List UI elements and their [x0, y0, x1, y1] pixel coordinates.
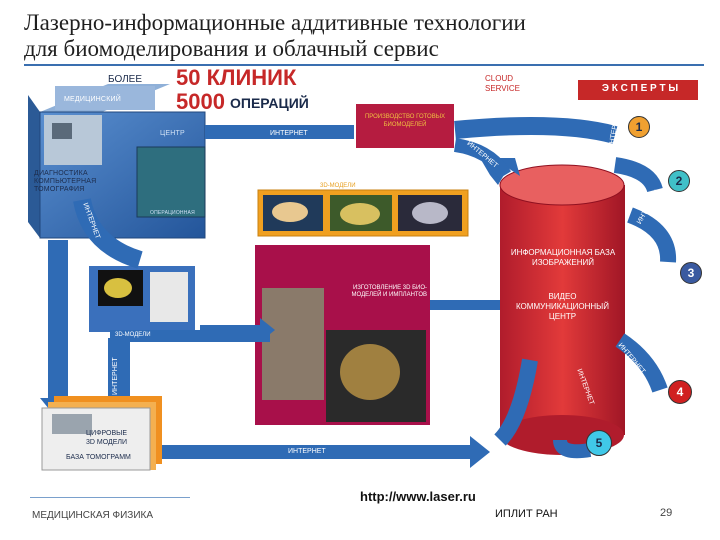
- diagnostics-label: ДИАГНОСТИКА КОМПЬЮТЕРНАЯ ТОМОГРАФИЯ: [34, 170, 97, 193]
- arrow-to-db: [430, 292, 515, 318]
- models-3d-small-label: 3D-МОДЕЛИ: [115, 332, 151, 338]
- stats-more: БОЛЕЕ: [108, 74, 143, 85]
- footer-rule: [30, 497, 190, 498]
- footer-url[interactable]: http://www.laser.ru: [360, 489, 476, 504]
- arrow-bottom: [150, 436, 490, 468]
- video-center-label: ВИДЕО КОММУНИКАЦИОННЫЙ ЦЕНТР: [515, 292, 609, 321]
- stats-operations-number: 5000: [176, 89, 225, 114]
- slide-title: Лазерно-информационные аддитивные технол…: [24, 10, 704, 62]
- title-line-1: Лазерно-информационные аддитивные технол…: [24, 10, 526, 35]
- database-label: ИНФОРМАЦИОННАЯ БАЗА ИЗОБРАЖЕНИЙ: [510, 248, 616, 267]
- arrow-top-right: [205, 116, 392, 148]
- title-line-2: для биомоделирования и облачный сервис: [24, 36, 439, 61]
- digital-label-2: 3D МОДЕЛИ: [86, 439, 128, 446]
- arrow-db-down: [494, 358, 538, 446]
- production-label: ПРОИЗВОДСТВО ГОТОВЫХ БИОМОДЕЛЕЙ: [364, 114, 446, 128]
- diagnostics-photo: [44, 115, 102, 165]
- surgery-photo: [136, 146, 206, 218]
- cloud-service-label: CLOUD SERVICE: [485, 74, 520, 93]
- digital-label-3: БАЗА ТОМОГРАММ: [66, 454, 131, 461]
- stats-clinics: 50 КЛИНИК: [176, 65, 297, 90]
- expert-face-1: 1: [628, 116, 650, 138]
- digital-label-1: ЦИФРОВЫЕ: [86, 430, 128, 437]
- internet-label-left: ИНТЕРНЕТ: [18, 262, 25, 300]
- surgery-label: ОПЕРАЦИОННАЯ: [150, 210, 195, 216]
- arrow-db-expert-2: [613, 157, 663, 193]
- models-bar: [110, 330, 270, 342]
- internet-label-manufacturing: ИНТЕРНЕТ: [205, 318, 243, 325]
- medical-label: МЕДИЦИНСКИЙ: [64, 96, 121, 103]
- internet-label-bottom: ИНТЕРНЕТ: [288, 448, 326, 455]
- expert-face-3: 3: [680, 262, 702, 284]
- medical-label-plate: [55, 86, 155, 110]
- internet-label-db: ИНТЕРНЕТ: [625, 276, 663, 283]
- left-vertical-bar: [48, 240, 68, 400]
- models-3d-label: 3D-МОДЕЛИ: [320, 183, 356, 189]
- manufacturing-label: ИЗГОТОВЛЕНИЕ 3D БИО-МОДЕЛЕЙ И ИМПЛАНТОВ: [351, 285, 427, 298]
- left-vertical-bar-2: [108, 338, 130, 413]
- arrow-left-curve: [73, 198, 143, 269]
- stats-operations-word: ОПЕРАЦИЙ: [230, 95, 309, 111]
- arrow-db-expert-3: [626, 207, 677, 263]
- expert-face-4: 4: [668, 380, 692, 404]
- machine-photo: [262, 288, 324, 400]
- medical-box-side: [28, 95, 40, 238]
- internet-label-left-2: ИНТЕРНЕТ: [112, 357, 119, 395]
- expert-face-2: 2: [668, 170, 690, 192]
- page-number: 29: [660, 507, 673, 519]
- arrow-db-expert-4: [615, 333, 668, 393]
- database-cylinder-top: [499, 164, 625, 206]
- footer-left: МЕДИЦИНСКАЯ ФИЗИКА: [32, 510, 153, 521]
- center-label: ЦЕНТР: [160, 130, 185, 137]
- expert-face-5: 5: [586, 430, 612, 456]
- internet-label-top: ИНТЕРНЕТ: [270, 130, 308, 137]
- arrow-to-expert-1: [454, 117, 618, 144]
- title-underline: [24, 64, 704, 66]
- experts-bar: [578, 80, 698, 100]
- experts-label: Э К С П Е Р Т Ы: [601, 83, 679, 94]
- arrow-db-expert-5: [553, 439, 592, 459]
- footer-org: ИПЛИТ РАН: [495, 508, 558, 520]
